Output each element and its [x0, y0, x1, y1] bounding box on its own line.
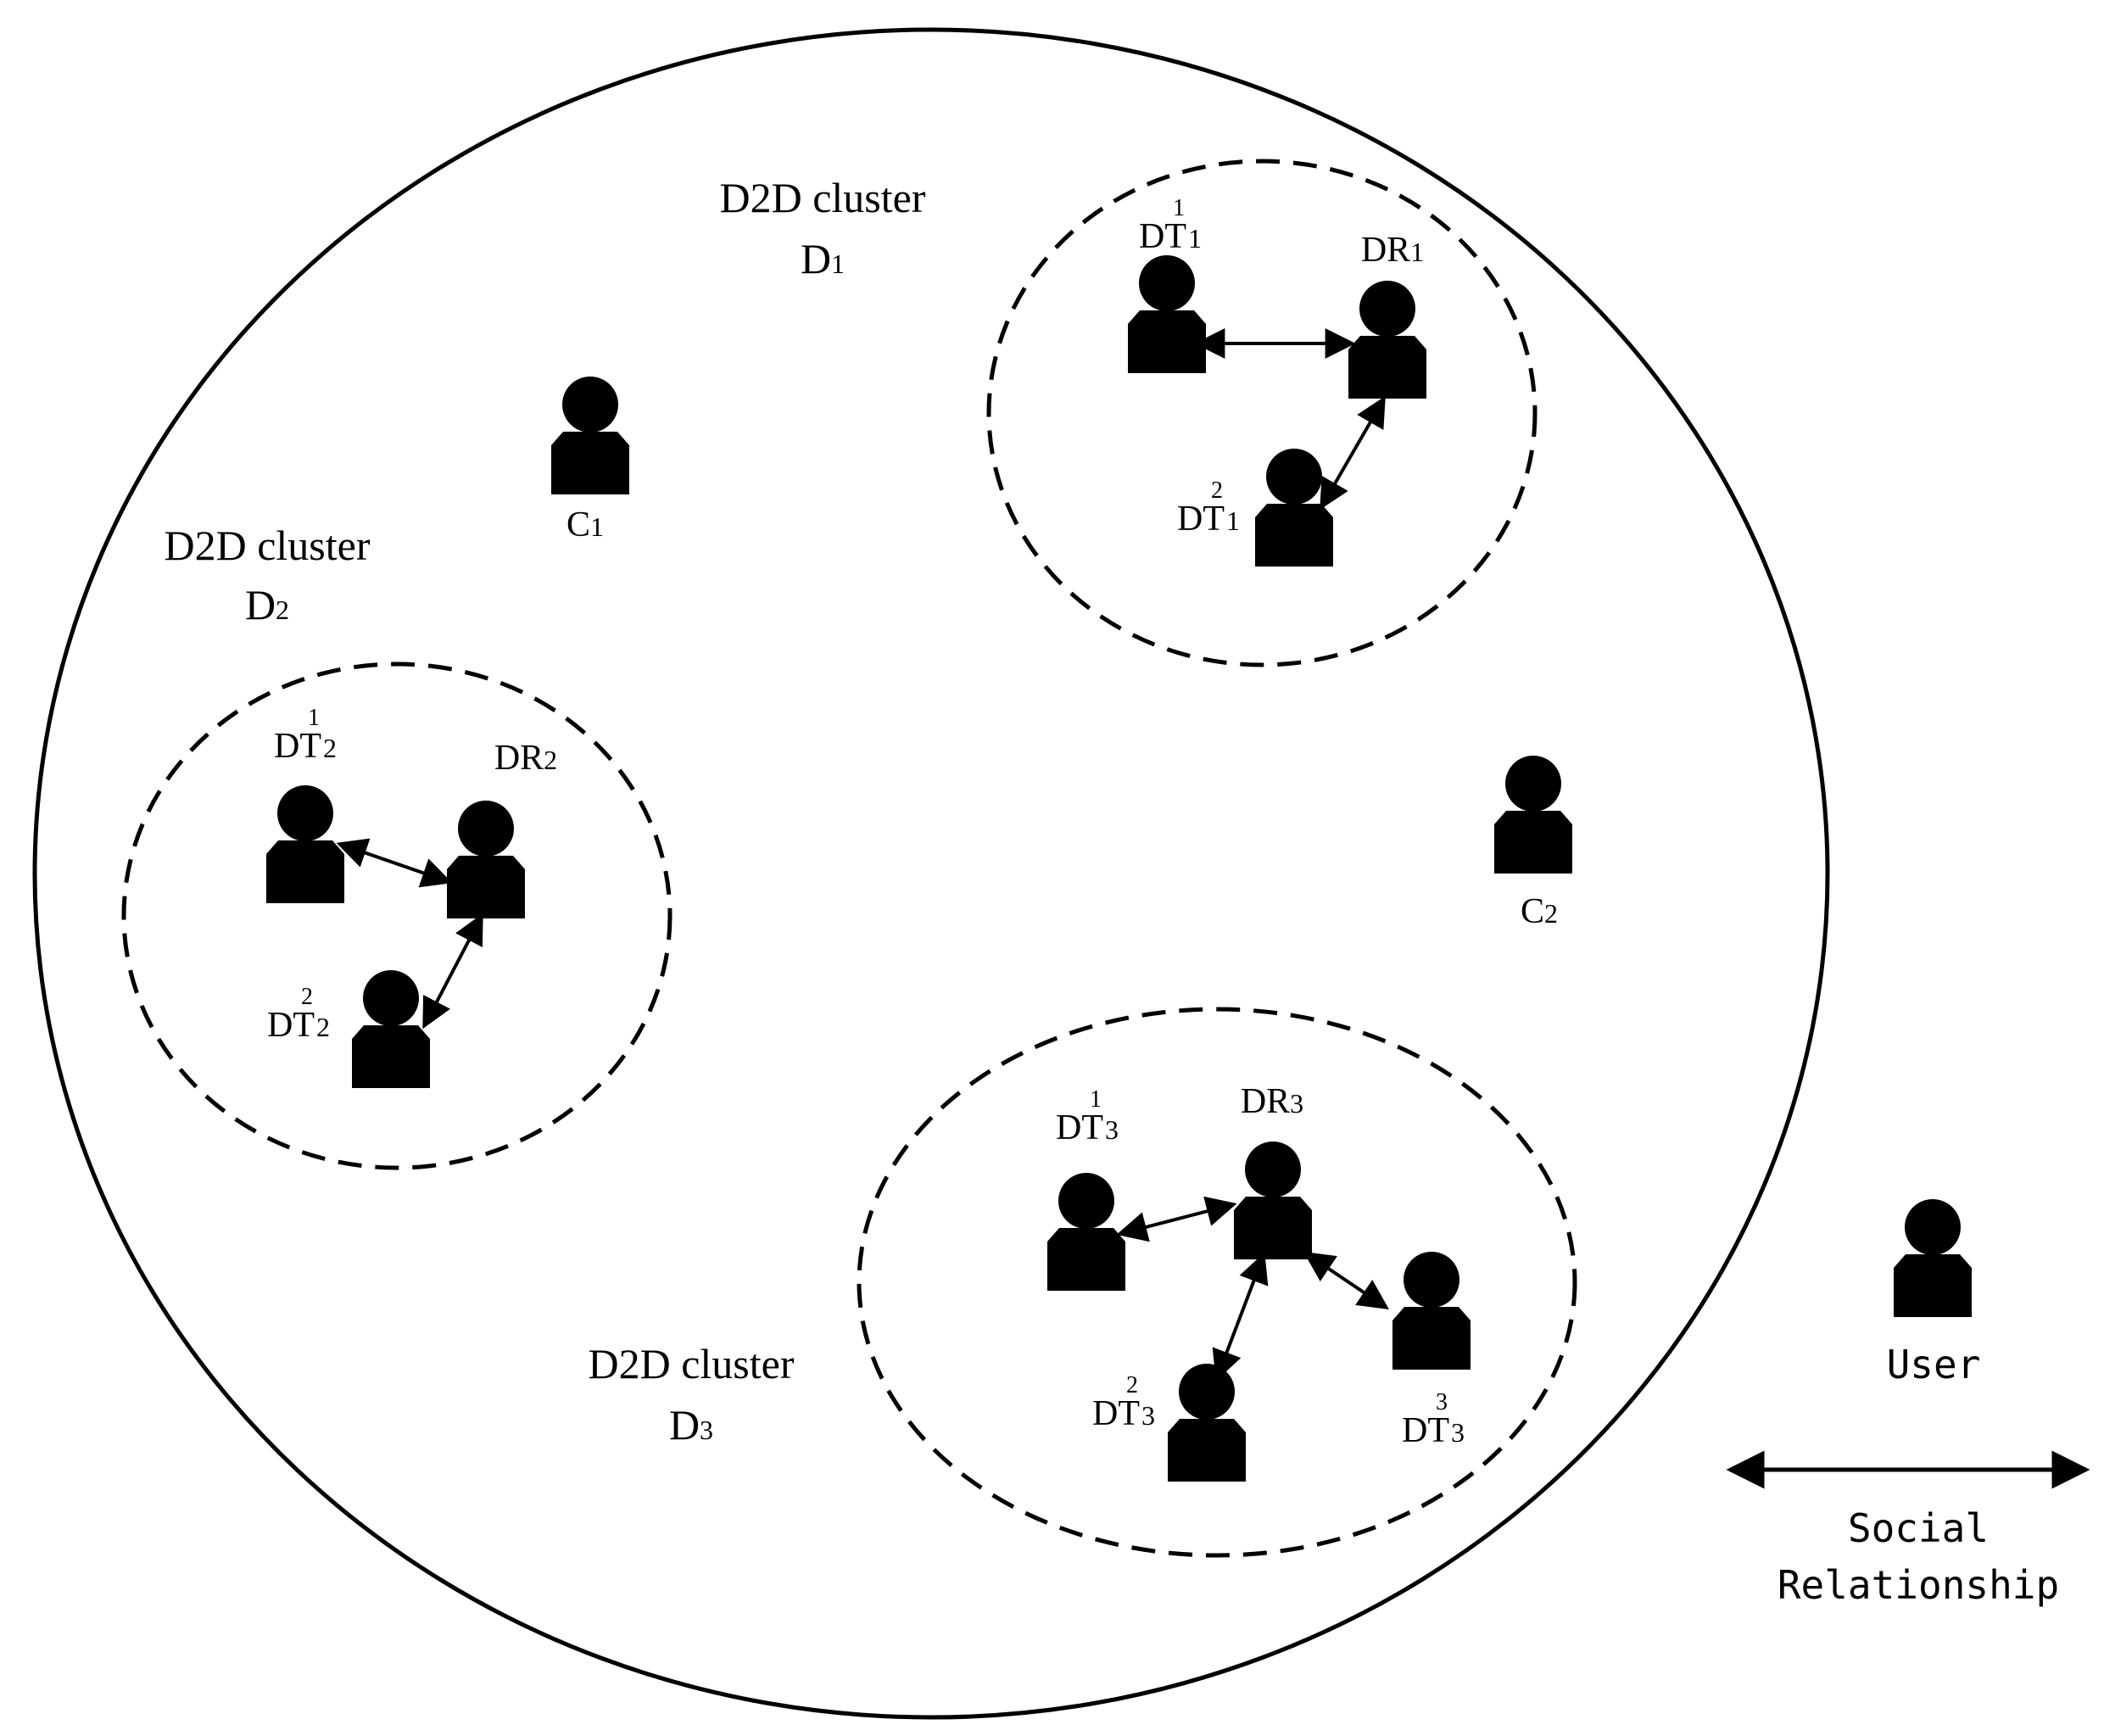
social-links [336, 328, 2090, 1489]
cluster-sub: 3 [700, 1415, 713, 1445]
user-dr2-icon [447, 801, 525, 918]
legend-user-icon [1894, 1199, 1972, 1317]
label-c1: C1 [566, 505, 604, 544]
user-dt2-1-icon [266, 785, 344, 903]
link-dt2-1-dr2 [336, 838, 453, 888]
user-dr1-icon [1348, 281, 1426, 399]
label-dt3-2: DT23 [1092, 1372, 1155, 1433]
cluster-sub: 2 [276, 594, 289, 625]
cluster-name: D [245, 581, 276, 628]
cluster-sub: 1 [831, 248, 845, 279]
link-dt2-2-dr2 [422, 913, 483, 1030]
user-dt1-2-icon [1255, 449, 1333, 567]
cluster-d1-boundary [986, 159, 1538, 667]
user-dt2-2-icon [352, 970, 430, 1088]
label-c2: C2 [1521, 892, 1558, 931]
legend-relation-line1: Social [1848, 1505, 1989, 1551]
cell-boundary [32, 27, 1830, 1720]
user-dt1-1-icon [1128, 255, 1206, 373]
label-dt2-2: DT22 [267, 984, 330, 1045]
label-dt3-3: DT33 [1402, 1389, 1465, 1450]
cluster-title-text: D2D cluster [589, 1340, 795, 1387]
label-dt3-1: DT13 [1056, 1086, 1119, 1147]
link-dt1-2-dr1 [1320, 395, 1386, 511]
cluster-name: D [669, 1401, 700, 1449]
link-dt3-3-dr3 [1303, 1251, 1389, 1310]
user-dr3-icon [1234, 1142, 1312, 1259]
user-dt3-3-icon [1392, 1252, 1471, 1370]
link-dt3-2-dr3 [1212, 1252, 1269, 1382]
legend-user-label: User [1887, 1342, 1981, 1387]
cluster-d1-title: D2D cluster D1 [720, 174, 926, 282]
cluster-d3-boundary [857, 1007, 1577, 1558]
cluster-d3-title: D2D cluster D3 [589, 1340, 795, 1449]
label-dt1-1: DT11 [1139, 195, 1202, 256]
cluster-d2-title: D2D cluster D2 [165, 522, 371, 628]
label-dt1-2: DT21 [1177, 477, 1240, 539]
user-dt3-1-icon [1047, 1173, 1125, 1291]
label-dr2: DR2 [494, 739, 557, 778]
label-dr1: DR1 [1361, 231, 1424, 270]
svg-text:D3: D3 [669, 1401, 713, 1449]
legend-relation-line2: Relationship [1778, 1562, 2059, 1608]
link-dt3-1-dr3 [1116, 1196, 1237, 1242]
label-dr3: DR3 [1241, 1082, 1303, 1121]
label-dt2-1: DT12 [274, 705, 337, 766]
user-dt3-2-icon [1168, 1364, 1246, 1482]
svg-text:D1: D1 [801, 235, 845, 282]
cluster-d2-boundary [121, 661, 672, 1170]
cluster-title-text: D2D cluster [720, 174, 926, 221]
cluster-name: D [801, 235, 831, 282]
user-c1-icon [551, 377, 629, 494]
cluster-title-text: D2D cluster [165, 522, 371, 569]
svg-text:D2: D2 [245, 581, 289, 628]
user-c2-icon [1494, 756, 1572, 874]
